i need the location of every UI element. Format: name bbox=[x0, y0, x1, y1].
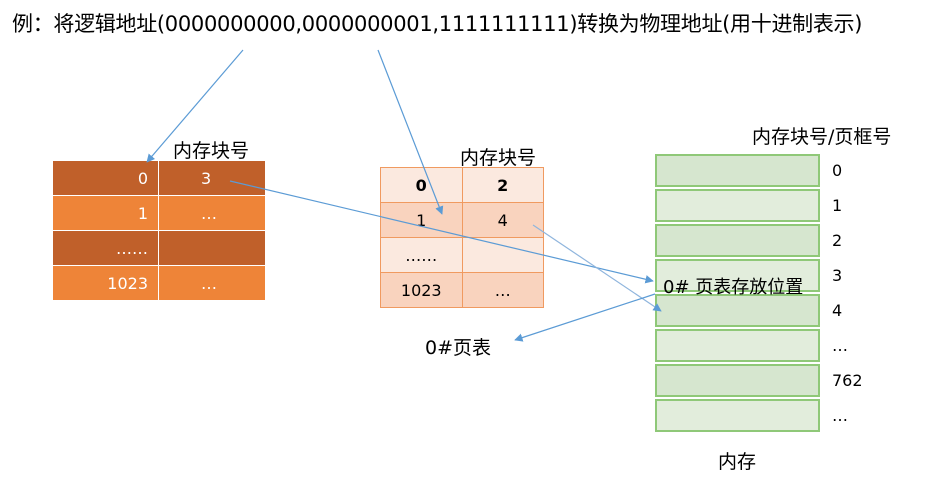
page-table-location-label: 0# 页表存放位置 bbox=[663, 277, 804, 298]
memory-block bbox=[655, 329, 820, 362]
memory-index: 3 bbox=[832, 266, 843, 285]
memory-block bbox=[655, 154, 820, 187]
table-cell: 4 bbox=[461, 202, 544, 238]
memory-index: … bbox=[832, 336, 848, 355]
memory-index: 2 bbox=[832, 231, 843, 250]
memory-index: 4 bbox=[832, 301, 843, 320]
memory-block bbox=[655, 259, 820, 292]
memory-block bbox=[655, 364, 820, 397]
table-row: 1023 … bbox=[380, 272, 544, 308]
table-row: 1 … bbox=[52, 195, 266, 231]
table-row: …… bbox=[52, 230, 266, 266]
memory-index: 762 bbox=[832, 371, 863, 390]
table-row: 1 4 bbox=[380, 202, 544, 238]
memory-block bbox=[655, 399, 820, 432]
table-row: 0 2 bbox=[380, 167, 544, 203]
page-table-caption: 0#页表 bbox=[425, 337, 492, 359]
memory-block bbox=[655, 224, 820, 257]
table-cell: … bbox=[158, 195, 266, 231]
arrow-line bbox=[146, 49, 244, 163]
table-cell: 1023 bbox=[52, 265, 159, 301]
table-cell: 1 bbox=[52, 195, 159, 231]
arrow-line bbox=[532, 224, 662, 312]
memory-index: … bbox=[832, 406, 848, 425]
table-cell bbox=[461, 237, 544, 273]
page-title: 例：将逻辑地址(0000000000,0000000001,1111111111… bbox=[12, 12, 863, 36]
table-cell: 0 bbox=[52, 160, 159, 196]
outer-page-table: 0 3 1 … …… 1023 … bbox=[52, 160, 266, 301]
table-row: 1023 … bbox=[52, 265, 266, 301]
memory-header: 内存块号/页框号 bbox=[752, 126, 892, 148]
memory-caption: 内存 bbox=[718, 451, 757, 473]
table-cell: 1023 bbox=[380, 272, 463, 308]
table-row: …… bbox=[380, 237, 544, 273]
table2-header: 内存块号 bbox=[460, 147, 537, 169]
table-cell bbox=[158, 230, 266, 266]
memory-block bbox=[655, 189, 820, 222]
table1-header: 内存块号 bbox=[173, 140, 250, 162]
table-cell: … bbox=[158, 265, 266, 301]
table-cell: … bbox=[461, 272, 544, 308]
page-table-0: 0 2 1 4 …… 1023 … bbox=[380, 167, 544, 308]
arrow-line bbox=[514, 293, 656, 342]
arrow-line bbox=[229, 180, 654, 284]
table-cell: 2 bbox=[461, 167, 544, 203]
arrow-line bbox=[377, 49, 444, 215]
memory-index: 0 bbox=[832, 161, 843, 180]
memory-block bbox=[655, 294, 820, 327]
memory-index: 1 bbox=[832, 196, 843, 215]
table-cell: 0 bbox=[380, 167, 463, 203]
table-cell: …… bbox=[52, 230, 159, 266]
